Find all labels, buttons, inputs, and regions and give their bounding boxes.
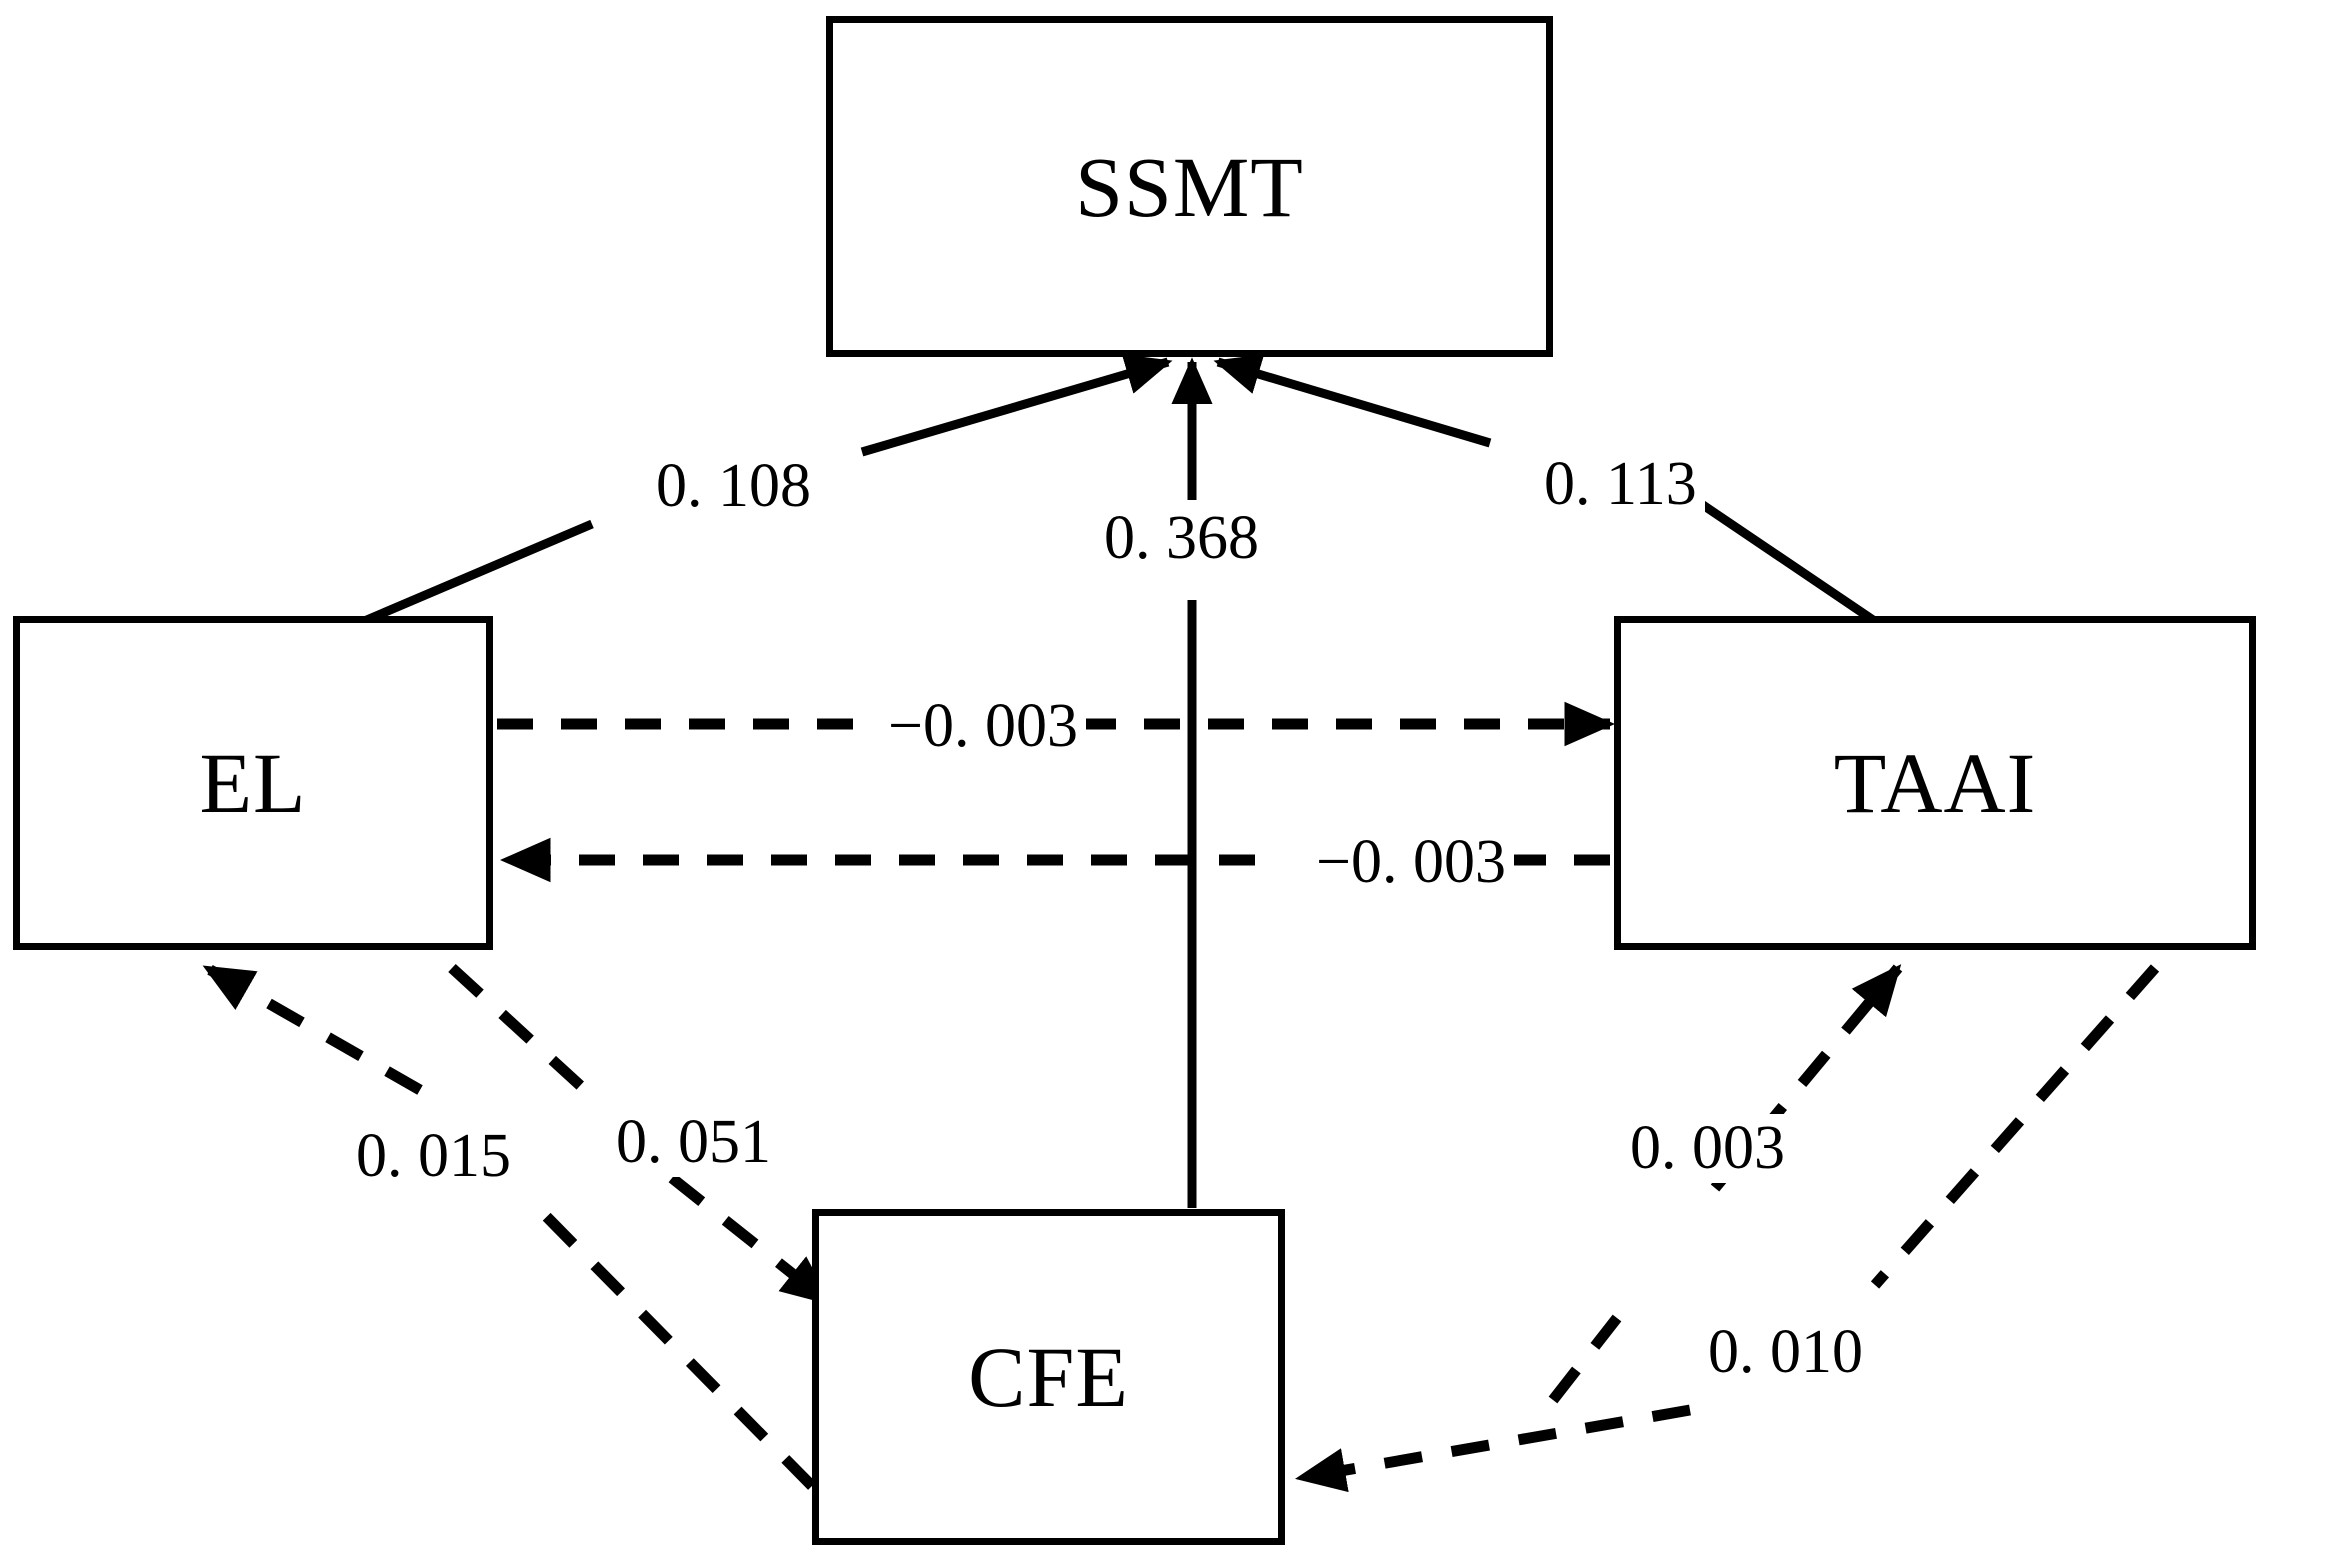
edge-el-to-cfe: [448, 963, 832, 1307]
edge-label-taai-cfe: 0. 010: [1700, 1318, 1871, 1388]
edge-cfe-to-el: [202, 963, 816, 1490]
edge-label-el-taai: −0. 003: [880, 692, 1086, 762]
edge-label-taai-ssmt: 0. 113: [1536, 450, 1705, 520]
edge-taai-to-ssmt: [1213, 354, 1879, 626]
node-cfe[interactable]: CFE: [812, 1209, 1285, 1545]
edge-label-taai-el: −0. 003: [1308, 828, 1514, 898]
edge-label-el-ssmt: 0. 108: [648, 452, 819, 522]
node-taai-label: TAAI: [1833, 735, 2037, 831]
edge-cfe-to-taai: [1548, 964, 1903, 1404]
edge-el-to-ssmt: [360, 354, 1173, 627]
edge-taai-to-cfe: [1295, 964, 2160, 1493]
node-el[interactable]: EL: [13, 616, 493, 950]
edge-label-cfe-el: 0. 015: [348, 1122, 519, 1192]
edge-label-cfe-ssmt: 0. 368: [1096, 504, 1267, 574]
node-cfe-label: CFE: [968, 1329, 1129, 1425]
edge-label-el-cfe: 0. 051: [608, 1108, 779, 1178]
edge-label-cfe-taai: 0. 003: [1622, 1114, 1793, 1184]
node-taai[interactable]: TAAI: [1614, 616, 2256, 950]
node-ssmt-label: SSMT: [1075, 138, 1304, 235]
node-el-label: EL: [199, 735, 307, 831]
node-ssmt[interactable]: SSMT: [826, 16, 1553, 357]
